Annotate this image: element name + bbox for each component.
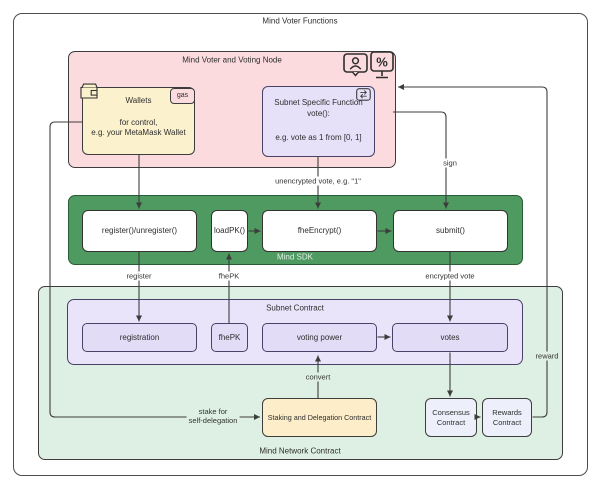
- edge-label-stake: stake for self-delegation: [186, 407, 240, 425]
- edge-label-sign: sign: [441, 158, 459, 168]
- vote-fn-line3: e.g. vote as 1 from [0, 1]: [275, 133, 362, 142]
- edge-label-unencrypted-vote: unencrypted vote, e.g. "1": [273, 176, 363, 186]
- voter-node-title: Mind Voter and Voting Node: [182, 55, 282, 65]
- staking-delegation-contract-node: Staking and Delegation Contract: [262, 398, 377, 437]
- edge-label-encrypted-vote: encrypted vote: [423, 271, 477, 281]
- network-contract-title: Mind Network Contract: [259, 446, 341, 456]
- edge-label-convert: convert: [303, 372, 333, 382]
- percent-display-icon: %: [370, 51, 394, 79]
- wallets-desc-1: for control,: [119, 118, 158, 127]
- svg-text:%: %: [376, 55, 388, 70]
- fhepk-node: fhePK: [211, 323, 248, 352]
- sdk-title: Mind SDK: [276, 252, 314, 262]
- rewards-contract-node: Rewards Contract: [482, 398, 532, 437]
- submit-function-node: submit(): [393, 210, 508, 252]
- edge-label-reward: reward: [533, 351, 561, 361]
- diagram-title: Mind Voter Functions: [262, 16, 338, 26]
- edge-label-register: register: [124, 271, 154, 281]
- vote-fn-line1: Subnet Specific Function: [274, 98, 363, 107]
- loadpk-function-node: loadPK(): [211, 210, 248, 252]
- wallets-desc-2: e.g. your MetaMask Wallet: [91, 128, 186, 137]
- vote-fn-line2: vote():: [307, 109, 330, 118]
- registration-node: registration: [82, 323, 197, 352]
- swap-icon: [356, 88, 371, 101]
- register-function-node: register()/unregister(): [82, 210, 197, 252]
- subnet-contract-title: Subnet Contract: [266, 303, 324, 313]
- vote-function-node: Subnet Specific Function vote(): e.g. vo…: [262, 86, 375, 157]
- fheencrypt-function-node: fheEncrypt(): [262, 210, 377, 252]
- voting-power-node: voting power: [262, 323, 377, 352]
- wallet-icon: [80, 83, 98, 99]
- voter-person-icon: [343, 53, 368, 77]
- wallets-title: Wallets: [125, 96, 152, 105]
- edge-label-fhepk: fhePK: [216, 271, 242, 281]
- votes-node: votes: [392, 323, 508, 352]
- consensus-contract-node: Consensus Contract: [425, 398, 477, 437]
- gas-badge: gas: [170, 88, 195, 104]
